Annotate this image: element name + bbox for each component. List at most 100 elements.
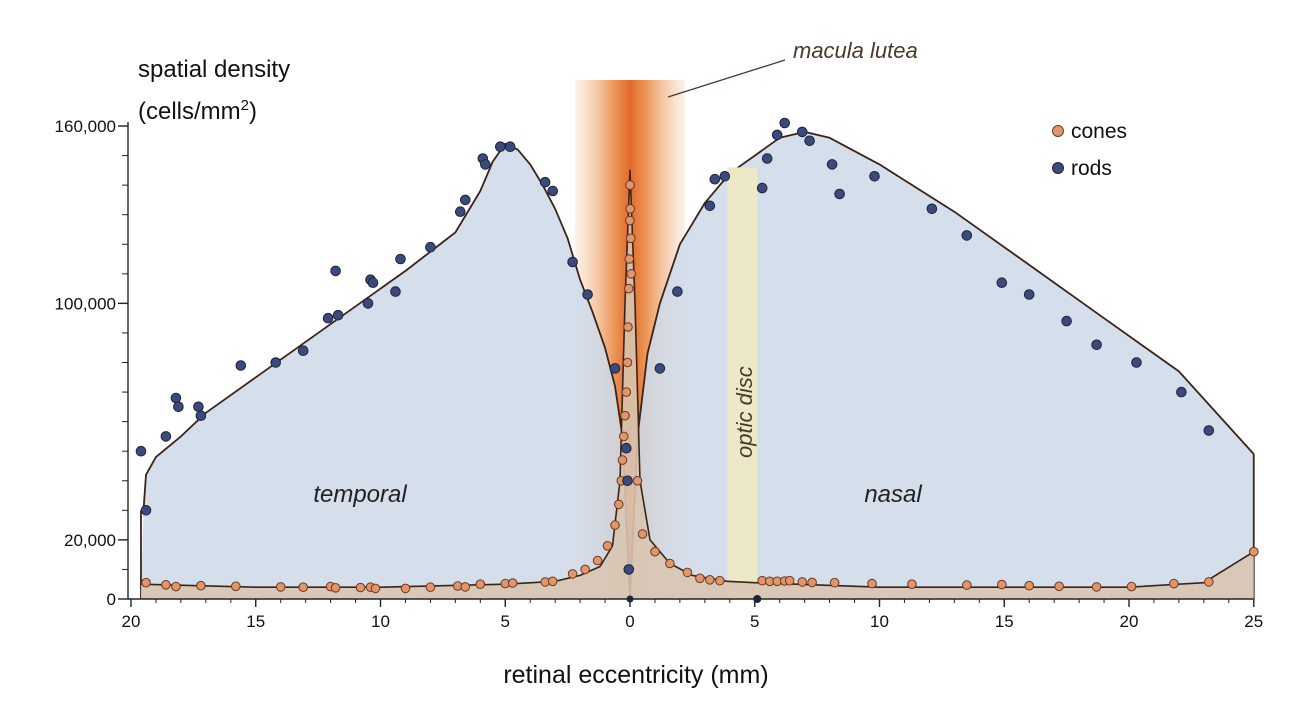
optic-disc-baseline-point [753, 595, 762, 603]
rod-point [1131, 357, 1142, 368]
rod-point [195, 410, 207, 422]
cone-point [807, 577, 817, 588]
rod-point [425, 241, 436, 253]
cone-point [784, 575, 795, 586]
cone-point [622, 357, 633, 368]
rod-point [771, 129, 783, 141]
cone-point [610, 520, 620, 530]
rod-point [367, 277, 379, 289]
cone-point [625, 233, 636, 244]
y-axis-title-suffix: ) [249, 98, 257, 125]
cone-point [425, 582, 436, 593]
rod-point [173, 401, 184, 413]
legend-rods-swatch [1052, 162, 1064, 174]
rod-point [322, 312, 334, 324]
cone-point [592, 555, 603, 566]
rod-point [140, 505, 152, 516]
x-tick-label: 0 [625, 612, 634, 631]
cone-point [625, 204, 636, 214]
x-tick-label: 15 [246, 612, 265, 631]
y-axis-title-line2: (cells/mm2) [138, 90, 257, 128]
cone-area-layer [140, 169, 1255, 600]
rod-point [796, 126, 808, 138]
x-tick-label: 15 [995, 612, 1014, 631]
cone-point [161, 580, 171, 590]
rod-point [160, 431, 172, 442]
rod-point [135, 445, 147, 457]
y-axis-title-sup: 2 [240, 97, 249, 114]
optic-disc-layer [727, 167, 758, 599]
cone-point [475, 579, 486, 590]
rod-point [654, 363, 666, 374]
rod-point [756, 182, 768, 194]
rod-density-curve [142, 131, 1255, 600]
rod-point [270, 357, 282, 368]
rod-point [539, 176, 551, 188]
cone-point [580, 564, 590, 575]
y-tick-label: 160,000 [55, 117, 116, 136]
rod-point [547, 185, 559, 197]
rod-point [1203, 425, 1215, 436]
cone-point [715, 575, 725, 586]
legend-rods-label: rods [1071, 157, 1112, 180]
rod-area-layer [140, 131, 1255, 600]
rod-point [235, 360, 247, 371]
rod-density-area [141, 131, 1254, 599]
x-tick-label: 5 [750, 612, 759, 631]
rod-point [804, 135, 815, 147]
cone-point [602, 541, 613, 551]
rod-point [926, 203, 938, 215]
rod-point [672, 286, 683, 297]
rod-point [460, 194, 471, 206]
rod-point [1176, 386, 1187, 398]
y-tick-label: 0 [107, 590, 116, 609]
cone-point [547, 576, 558, 587]
cone-point [797, 577, 808, 587]
y-axis-title-line1: spatial density [138, 56, 291, 83]
rod-point [297, 345, 309, 357]
cone-point [460, 582, 471, 592]
rod-point [390, 286, 401, 297]
rod-point [330, 265, 341, 277]
rod-point [362, 298, 374, 309]
legend-cones-swatch [1052, 125, 1064, 137]
rod-point [495, 141, 506, 152]
rod-point [170, 392, 182, 404]
cone-point [1126, 581, 1137, 592]
rod-point [834, 188, 845, 200]
rod-point [704, 200, 716, 212]
cone-point [614, 499, 624, 510]
rod-point [395, 253, 406, 265]
rod-point [826, 159, 838, 170]
labels-layer: temporal nasal optic disc macula lutea c… [313, 38, 1127, 689]
cone-point [625, 180, 635, 190]
cone-point [962, 580, 972, 590]
cone-point [637, 529, 648, 539]
cone-point [567, 569, 578, 579]
cone-point [695, 573, 705, 584]
cone-point [1249, 546, 1259, 557]
rod-point [761, 153, 773, 164]
cone-point [907, 579, 917, 590]
rod-point [332, 309, 344, 321]
rod-point [622, 475, 633, 487]
optic-disc-band [727, 167, 758, 599]
rod-point [567, 256, 578, 268]
cone-density-curve [140, 169, 1255, 588]
cone-point [705, 575, 715, 585]
rod-point [455, 206, 466, 217]
x-tick-label: 20 [122, 612, 141, 631]
cone-point [997, 579, 1007, 590]
cone-point [632, 476, 643, 486]
rod-point [582, 289, 593, 300]
cone-point [626, 269, 637, 279]
cone-point [867, 578, 877, 589]
cone-point [619, 431, 629, 442]
cone-point [650, 546, 660, 557]
legend-cones-label: cones [1071, 120, 1127, 143]
cone-point [625, 215, 635, 226]
cone-point [196, 580, 206, 591]
macula-pointer-line [667, 59, 786, 98]
